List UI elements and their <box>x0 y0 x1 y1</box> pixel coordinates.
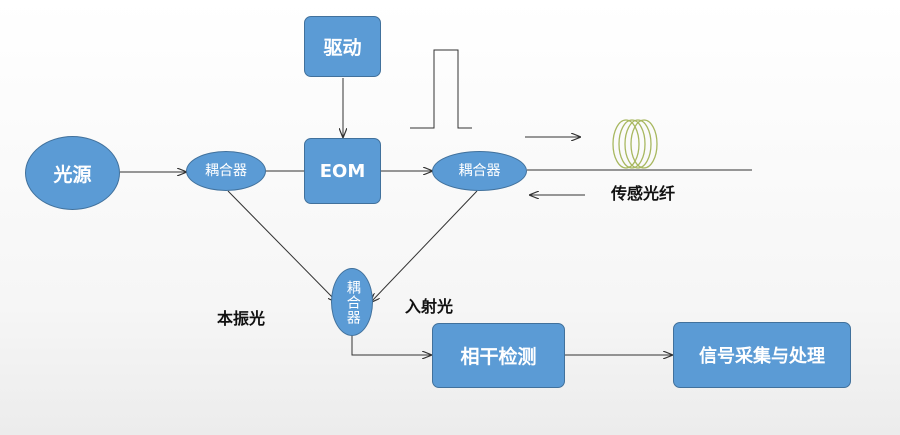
arrow-local-oscillator <box>227 190 337 302</box>
coupler-left-node: 耦合器 <box>186 151 266 191</box>
coupler-right-label: 耦合器 <box>458 162 501 179</box>
pulse-waveform <box>410 49 472 129</box>
local-oscillator-label: 本振光 <box>217 309 266 328</box>
coupler-bottom-node: 耦合器 <box>331 268 373 336</box>
eom-label: EOM <box>319 160 366 182</box>
coupler-right-node: 耦合器 <box>432 151 527 191</box>
driver-label: 驱动 <box>323 37 362 59</box>
signal-processing-node: 信号采集与处理 <box>673 322 851 388</box>
signal-processing-label: 信号采集与处理 <box>699 346 825 367</box>
coherent-detection-label: 相干检测 <box>460 346 537 368</box>
coupler-bottom-label: 耦合器 <box>344 279 361 325</box>
coherent-detection-node: 相干检测 <box>432 323 565 388</box>
sensing-fiber-label: 传感光纤 <box>611 184 676 203</box>
light-source-label: 光源 <box>53 163 92 186</box>
arrow-incident-light <box>371 190 478 302</box>
fiber-coil-icon <box>612 119 658 169</box>
arrow-coupler-to-detection <box>351 336 431 355</box>
eom-node: EOM <box>304 138 381 204</box>
coupler-left-label: 耦合器 <box>205 162 247 179</box>
incident-light-label: 入射光 <box>405 297 454 316</box>
light-source-node: 光源 <box>25 136 120 210</box>
driver-node: 驱动 <box>304 16 381 77</box>
